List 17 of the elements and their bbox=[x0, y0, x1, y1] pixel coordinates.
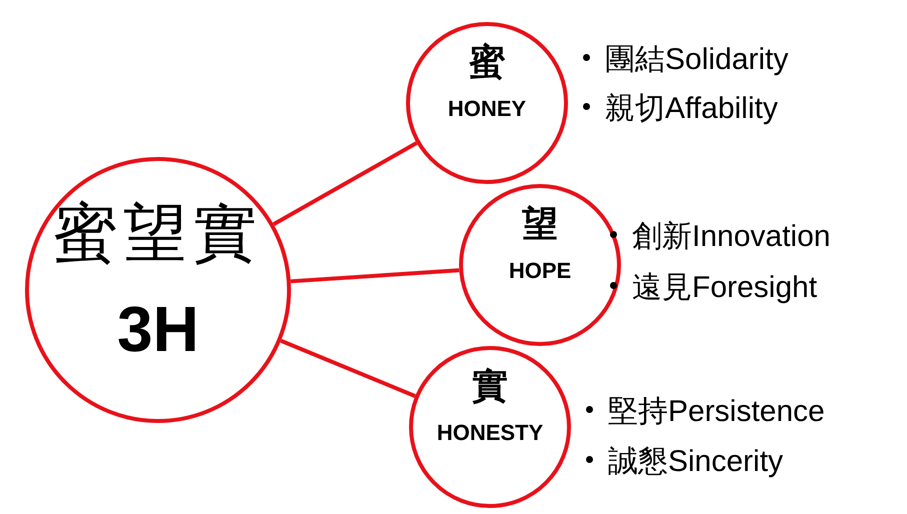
node-subtitle: HONEY bbox=[448, 96, 526, 122]
bullet-text: 團結Solidarity bbox=[605, 42, 788, 78]
node-subtitle: HOPE bbox=[508, 258, 572, 284]
connector-line bbox=[290, 268, 460, 284]
connector-line bbox=[280, 338, 416, 398]
bullet-text: 堅持Persistence bbox=[608, 394, 825, 430]
node-title: 望 bbox=[522, 202, 558, 247]
node-title: 蜜 bbox=[469, 40, 505, 85]
node-subtitle: 3H bbox=[117, 292, 199, 366]
node-subtitle: HONESTY bbox=[436, 420, 544, 446]
bullet-text: 誠懇Sincerity bbox=[608, 444, 784, 480]
connector-line bbox=[272, 141, 418, 226]
bullet-text: 創新Innovation bbox=[632, 219, 830, 255]
bullet-text: 親切Affability bbox=[605, 91, 778, 127]
bullet-text: 遠見Foresight bbox=[632, 270, 818, 306]
node-title: 蜜望實 bbox=[53, 196, 263, 273]
node-title: 實 bbox=[472, 364, 508, 409]
